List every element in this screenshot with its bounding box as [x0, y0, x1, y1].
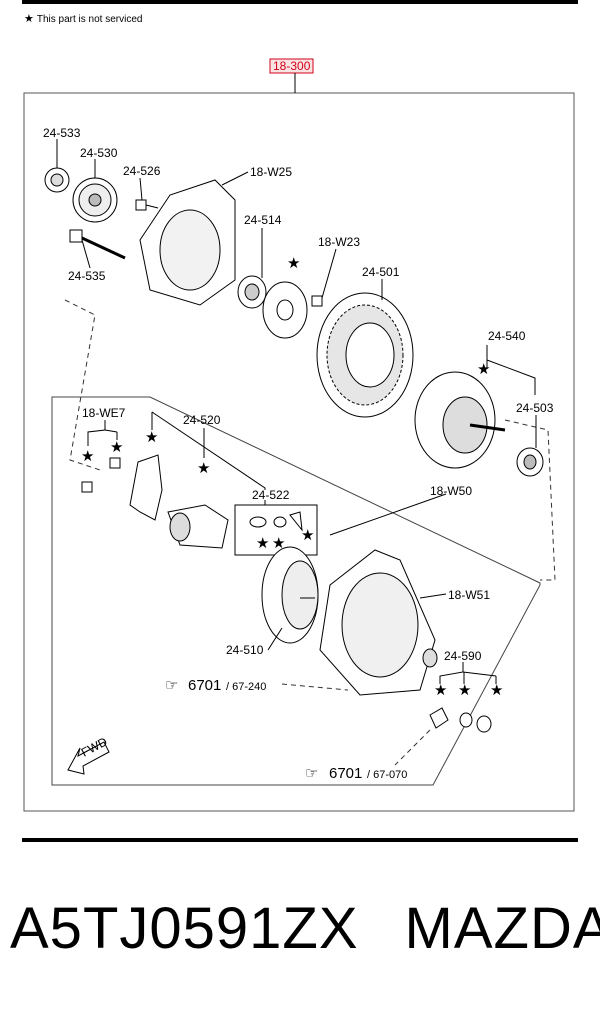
label-18-W50[interactable]: 18-W50	[430, 484, 472, 498]
star-icon: ★	[256, 534, 269, 552]
inner-frame	[51, 396, 541, 786]
label-24-514[interactable]: 24-514	[244, 213, 282, 227]
star-icon: ★	[197, 459, 210, 477]
star-icon: ★	[145, 428, 158, 446]
part-24-535[interactable]	[69, 229, 126, 260]
ref-main: 6701	[329, 765, 362, 782]
star-icon: ★	[490, 681, 503, 699]
footer-caption: A5TJ0591ZX MAZDA	[10, 895, 600, 962]
top-rule	[22, 0, 578, 4]
label-24-510[interactable]: 24-510	[226, 643, 264, 657]
part-18-W25[interactable]	[139, 179, 236, 306]
part-24-501[interactable]	[316, 292, 414, 418]
part-24-540[interactable]	[414, 371, 506, 469]
label-18-W23[interactable]: 18-W23	[318, 235, 360, 249]
part-24-514[interactable]	[237, 275, 267, 309]
bottom-rule	[22, 838, 578, 842]
ref-sub: / 67-240	[226, 681, 266, 693]
legend-note: ★This part is not serviced	[24, 12, 142, 25]
part-24-510[interactable]	[261, 546, 319, 644]
label-24-526[interactable]: 24-526	[123, 164, 161, 178]
hand-pointer-icon: ☞	[165, 677, 178, 694]
ref-sub: / 67-070	[367, 769, 407, 781]
label-24-590[interactable]: 24-590	[444, 649, 482, 663]
fwd-arrow-icon: FWD	[67, 734, 110, 775]
label-24-501[interactable]: 24-501	[362, 265, 400, 279]
part-number: A5TJ0591ZX	[10, 896, 359, 961]
star-icon: ★	[301, 526, 314, 544]
label-24-530[interactable]: 24-530	[80, 146, 118, 160]
label-24-535[interactable]: 24-535	[68, 269, 106, 283]
outer-frame	[23, 92, 575, 812]
part-18-WE7[interactable]	[81, 457, 121, 493]
brand-name: MAZDA	[404, 896, 600, 961]
label-24-533[interactable]: 24-533	[43, 126, 81, 140]
bracket[interactable]	[129, 454, 163, 521]
part-18-W23[interactable]	[311, 295, 323, 307]
label-18-W51[interactable]: 18-W51	[448, 588, 490, 602]
part-24-533[interactable]	[44, 167, 70, 193]
star-icon: ★	[81, 447, 94, 465]
label-24-503[interactable]: 24-503	[516, 401, 554, 415]
bearing-plate[interactable]	[262, 281, 308, 339]
ref-67-070[interactable]: ☞ 6701 / 67-070	[305, 765, 407, 782]
part-24-520[interactable]	[167, 504, 229, 549]
star-icon: ★	[287, 254, 300, 272]
part-18-W51[interactable]	[319, 549, 438, 696]
ref-67-240[interactable]: ☞ 6701 / 67-240	[165, 677, 266, 694]
not-serviced-markers: ★ ★ ★ ★ ★ ★ ★ ★ ★ ★ ★ ★	[81, 254, 503, 699]
group-label[interactable]: 18-300	[273, 59, 311, 73]
label-18-WE7[interactable]: 18-WE7	[82, 406, 126, 420]
label-18-W25[interactable]: 18-W25	[250, 165, 292, 179]
label-24-520[interactable]: 24-520	[183, 413, 221, 427]
label-24-522[interactable]: 24-522	[252, 488, 290, 502]
ref-main: 6701	[188, 677, 221, 694]
hand-pointer-icon: ☞	[305, 765, 318, 782]
star-icon: ★	[434, 681, 447, 699]
star-icon: ★	[110, 438, 123, 456]
part-24-590[interactable]	[429, 707, 492, 733]
legend-text: This part is not serviced	[36, 14, 143, 25]
group-label-box[interactable]	[269, 58, 314, 74]
part-24-530[interactable]	[72, 177, 118, 223]
star-icon: ★	[477, 360, 490, 378]
part-24-526[interactable]	[135, 199, 159, 211]
part-24-503[interactable]	[516, 447, 544, 477]
exploded-diagram: 18-300	[23, 58, 575, 812]
star-icon: ★	[24, 12, 34, 25]
label-24-540[interactable]: 24-540	[488, 329, 526, 343]
star-icon: ★	[272, 534, 285, 552]
star-icon: ★	[458, 681, 471, 699]
